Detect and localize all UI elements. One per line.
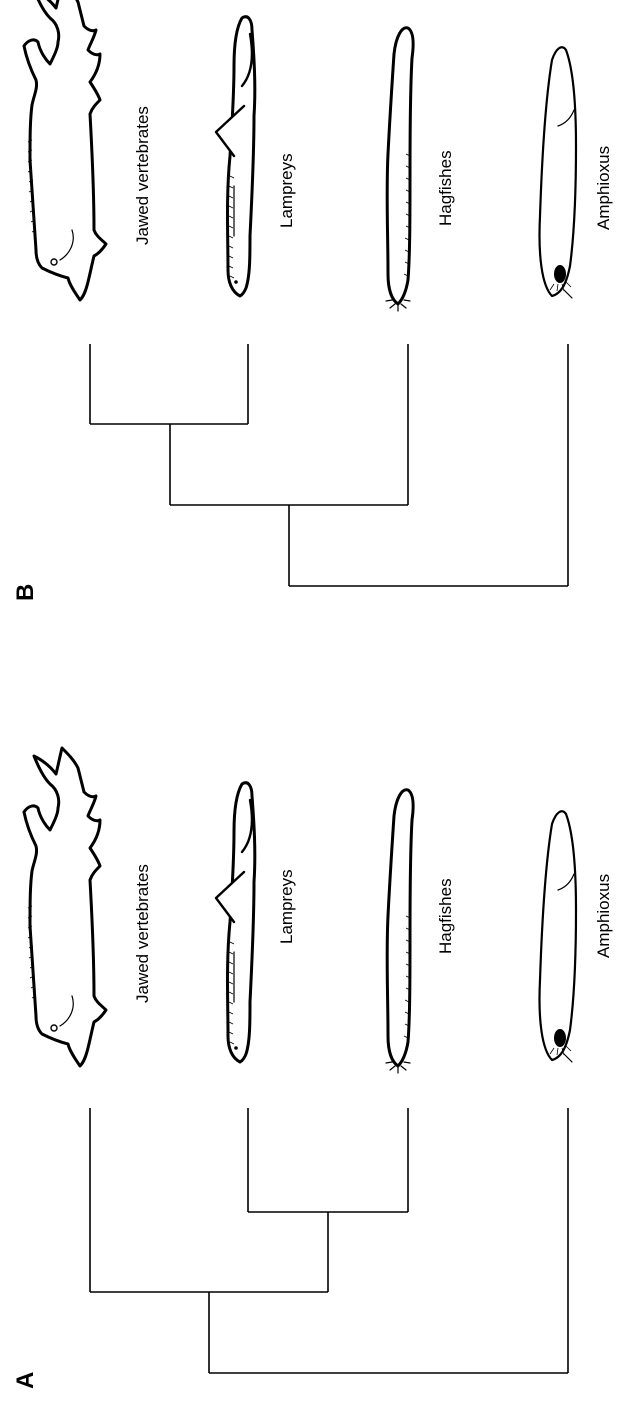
shark-icon [24,748,106,1066]
panel-b: Jawed vertebrates Lampreys Hagfishes Amp… [12,0,613,601]
cladogram-a [90,1108,568,1373]
taxon-label-hagfishes: Hagfishes [436,150,455,226]
taxon-label-lampreys: Lampreys [277,153,296,228]
lamprey-icon [216,783,255,1062]
taxon-label-jawed-vertebrates: Jawed vertebrates [133,864,152,1003]
taxon-label-hagfishes: Hagfishes [436,878,455,954]
taxon-label-lampreys: Lampreys [277,869,296,944]
amphioxus-icon [540,47,577,298]
shark-icon [24,0,106,300]
panel-label-a: A [12,1372,39,1389]
hagfish-icon [386,790,413,1073]
cladogram-b [90,344,568,586]
taxon-label-jawed-vertebrates: Jawed vertebrates [133,106,152,245]
lamprey-icon [216,17,255,296]
hagfish-icon [386,28,413,311]
panel-label-b: B [12,584,39,601]
amphioxus-icon [540,811,577,1062]
taxon-label-amphioxus: Amphioxus [594,146,613,230]
taxon-label-amphioxus: Amphioxus [594,874,613,958]
panel-a: Jawed vertebrates Lampreys Hagfishes Amp… [12,748,613,1389]
